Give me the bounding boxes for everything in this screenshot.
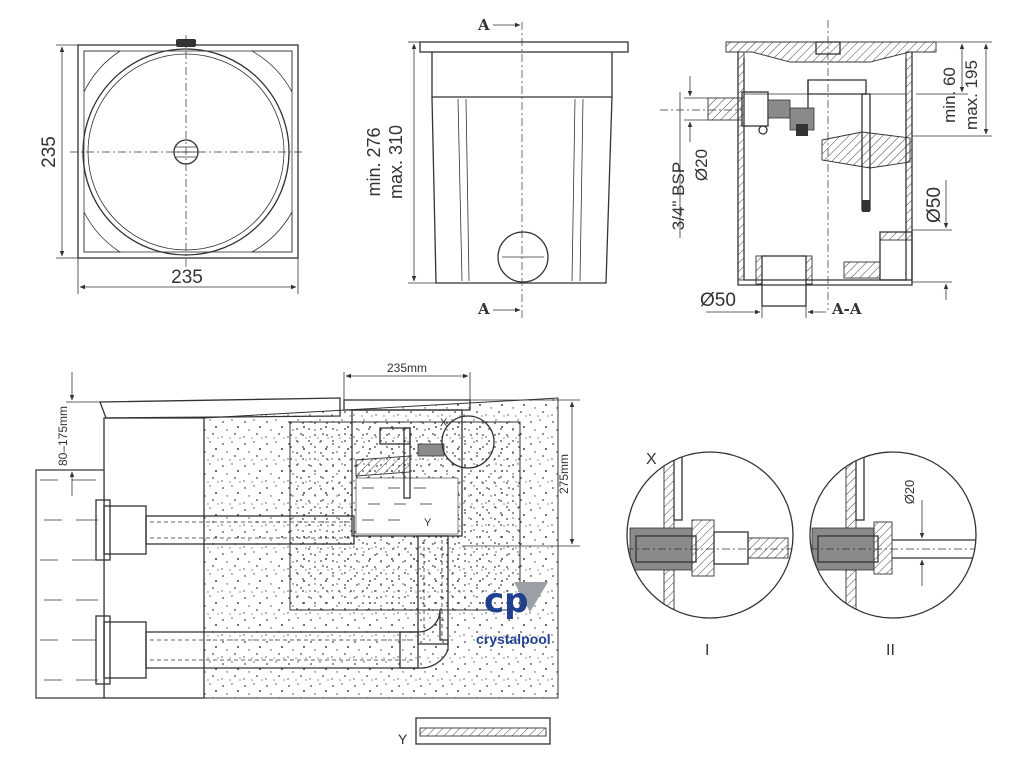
top-view: 235 235 bbox=[39, 35, 302, 294]
front-view-lid bbox=[419, 41, 629, 53]
section-weir-flap bbox=[821, 131, 911, 169]
logo-brand: crystalpool bbox=[476, 631, 551, 647]
install-skimmer-body bbox=[351, 409, 463, 537]
top-view-outline bbox=[77, 44, 299, 259]
front-view-height-min: min. 276 bbox=[364, 127, 384, 196]
section-mark-top: A bbox=[477, 16, 490, 34]
section-dim-max: max. 195 bbox=[962, 60, 981, 130]
detail-y-title: Y bbox=[398, 731, 408, 747]
section-label: A-A bbox=[831, 300, 862, 318]
detail-x: X I bbox=[626, 451, 977, 659]
detail-y-section bbox=[419, 727, 547, 737]
install-vertical-pipe bbox=[417, 535, 449, 645]
callout-y-label: Y bbox=[424, 517, 432, 529]
detail-x-variant-2-label: II bbox=[886, 642, 895, 659]
section-mark-bottom: A bbox=[477, 300, 490, 318]
install-depth-dim: 275mm bbox=[557, 454, 571, 494]
pool-deck bbox=[99, 397, 341, 419]
section-dim-min: min. 60 bbox=[940, 67, 959, 123]
installation-view: X Y 235mm 275mm 80–175mm cp crystalpool bbox=[35, 361, 580, 699]
callout-x-label: X bbox=[440, 417, 448, 429]
section-inlet-fitting bbox=[707, 97, 743, 121]
section-view: min. 60 max. 195 Ø50 Ø50 A-A Ø20 3/4" BS… bbox=[660, 20, 992, 318]
logo-mark: cp bbox=[484, 581, 529, 621]
top-view-height-dim: 235 bbox=[39, 136, 60, 168]
install-lower-pipe bbox=[145, 609, 449, 669]
front-view: A A min. 276 max. 310 bbox=[364, 16, 629, 318]
callout-x-circle bbox=[441, 415, 495, 469]
detail-x-variant-1: I bbox=[626, 451, 794, 659]
section-thread-dim: 3/4" BSP bbox=[669, 162, 688, 230]
detail-x-pipe-dim: Ø20 bbox=[902, 480, 917, 505]
front-view-body bbox=[431, 96, 613, 284]
install-water-level-dim: 80–175mm bbox=[56, 406, 70, 466]
top-view-width-dim: 235 bbox=[171, 267, 203, 288]
detail-x-variant-1-label: I bbox=[705, 642, 709, 659]
section-side-pipe-dim: Ø50 bbox=[924, 187, 945, 223]
section-bottom-pipe-dim: Ø50 bbox=[700, 290, 736, 311]
detail-x-variant-2: Ø20 II bbox=[809, 451, 977, 659]
section-lid bbox=[725, 41, 937, 63]
crystalpool-logo: cp crystalpool bbox=[476, 581, 551, 647]
detail-x-title: X bbox=[646, 451, 657, 468]
pool-water bbox=[35, 469, 105, 699]
section-bottom-pipe bbox=[761, 255, 807, 307]
front-view-height-max: max. 310 bbox=[386, 125, 406, 199]
install-width-dim: 235mm bbox=[387, 361, 427, 375]
detail-y: Y bbox=[398, 717, 551, 747]
section-inlet-dim: Ø20 bbox=[692, 149, 711, 181]
